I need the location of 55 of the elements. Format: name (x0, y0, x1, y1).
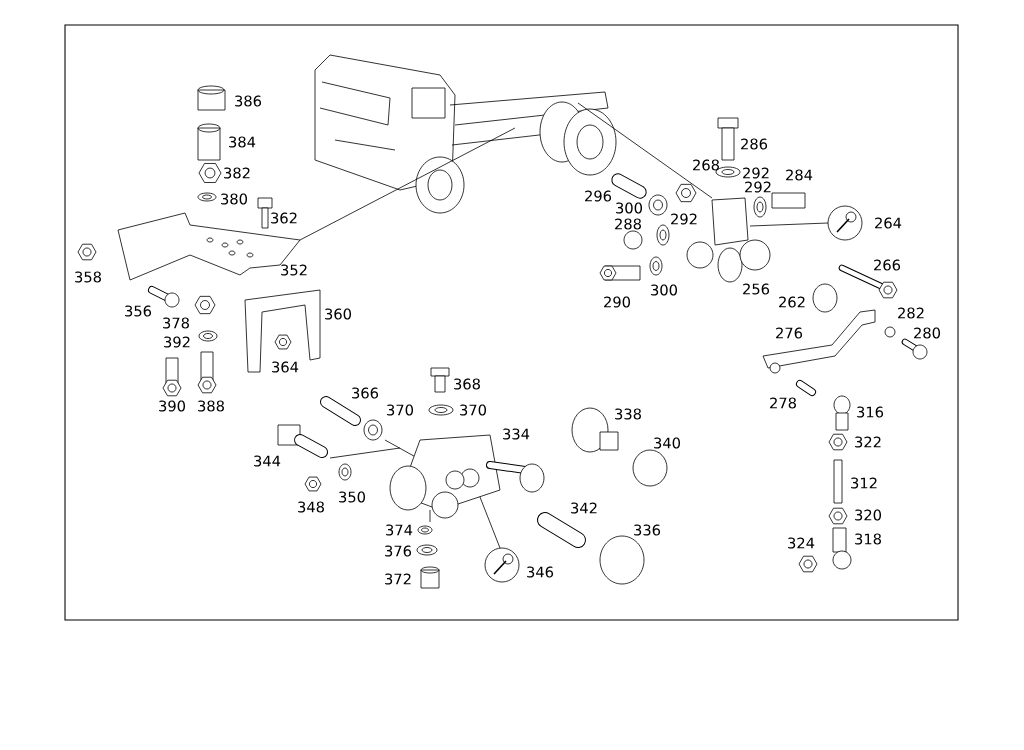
callout-number: 280 (914, 327, 940, 339)
callout-number: 296 (585, 190, 612, 202)
callout-number: 386 (235, 95, 262, 107)
callout-number: 366 (352, 387, 379, 399)
callout-number: 284 (786, 169, 813, 181)
callout-number: 388 (198, 400, 224, 412)
callout-number: 362 (271, 212, 297, 224)
callout-number: 346 (527, 566, 554, 578)
callout-number: 342 (571, 502, 597, 514)
callout-number: 290 (604, 296, 630, 308)
callout-number: 352 (281, 264, 307, 276)
callout-number: 370 (387, 404, 413, 416)
callout-number: 292 (743, 167, 769, 179)
callout-number: 358 (75, 271, 101, 283)
callout-number: 262 (779, 296, 805, 308)
callout-number: 372 (385, 573, 411, 585)
callout-number: 312 (851, 477, 877, 489)
callout-number: 282 (898, 307, 924, 319)
callout-number: 348 (298, 501, 324, 513)
callout-number: 380 (221, 193, 247, 205)
callout-number: 344 (254, 455, 281, 467)
callout-number: 268 (693, 159, 719, 171)
callout-number: 264 (875, 217, 902, 229)
callout-number: 320 (855, 509, 881, 521)
callout-number: 390 (159, 400, 185, 412)
callout-number: 350 (339, 491, 365, 503)
callout-number: 300 (616, 202, 642, 214)
callout-number: 278 (770, 397, 796, 409)
callout-number: 340 (654, 437, 680, 449)
callout-number: 292 (745, 181, 771, 193)
callout-number: 292 (671, 213, 697, 225)
callout-number: 356 (125, 305, 152, 317)
callout-number: 360 (325, 308, 351, 320)
callout-number: 338 (615, 408, 641, 420)
callout-number: 382 (224, 167, 250, 179)
callout-number: 334 (503, 428, 530, 440)
callout-number: 266 (874, 259, 901, 271)
callout-number: 256 (743, 283, 770, 295)
callout-number: 288 (615, 218, 641, 230)
callout-number: 324 (788, 537, 815, 549)
callout-number: 336 (634, 524, 661, 536)
callout-number: 384 (229, 136, 256, 148)
callout-number: 364 (272, 361, 299, 373)
callout-number: 318 (855, 533, 881, 545)
callout-number: 316 (857, 406, 884, 418)
callout-number: 286 (741, 138, 768, 150)
callout-number: 376 (385, 545, 412, 557)
callout-number: 276 (776, 327, 803, 339)
callout-number: 300 (651, 284, 677, 296)
callout-number: 322 (855, 436, 881, 448)
callout-number: 392 (164, 336, 190, 348)
callout-number: 378 (163, 317, 189, 329)
callout-number: 368 (454, 378, 480, 390)
callout-number: 370 (460, 404, 486, 416)
callout-number: 374 (386, 524, 413, 536)
